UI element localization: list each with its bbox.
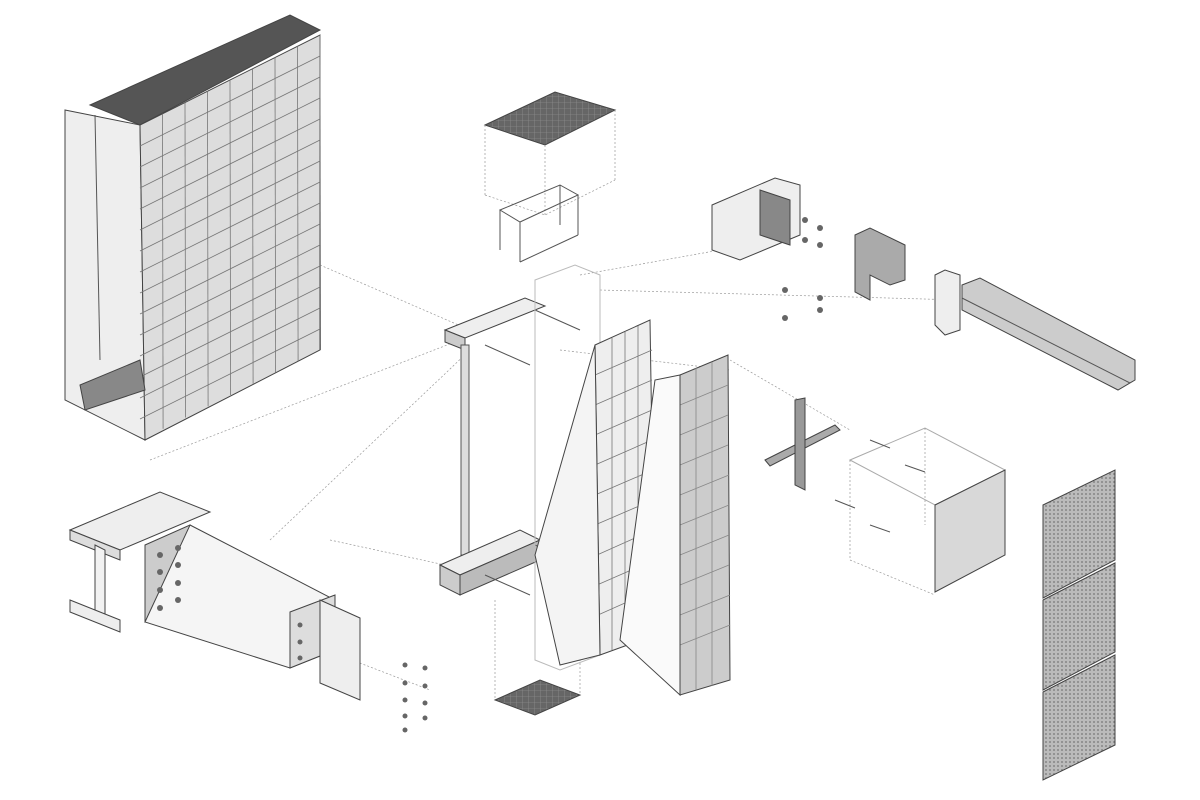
facade-transom — [139, 139, 321, 231]
perforated-panel — [1042, 469, 1116, 599]
facade-transom — [139, 202, 321, 294]
facade-transom — [139, 223, 321, 315]
perforated-panels — [1042, 469, 1116, 781]
facade-mullion — [184, 102, 187, 418]
facade-mullion — [252, 68, 254, 384]
bracket-assembly — [711, 177, 1136, 391]
bolts — [782, 217, 823, 321]
facade-transom — [139, 286, 321, 378]
facade-mullion — [207, 91, 209, 407]
facade-transom — [139, 97, 321, 189]
perforated-panel — [1042, 654, 1116, 781]
facade-mullion — [162, 113, 164, 429]
cladding-cube — [764, 397, 1007, 596]
facade-transom — [139, 328, 321, 420]
facade-transom — [139, 55, 321, 147]
column-assembly — [438, 297, 582, 716]
tiled-cladding-panel — [619, 354, 731, 697]
top-grating — [483, 91, 617, 216]
facade-mullion — [319, 34, 322, 351]
facade-transom — [139, 307, 321, 399]
facade-transom — [139, 244, 321, 336]
perforated-panel — [1042, 562, 1116, 691]
facade-mullion — [274, 57, 277, 373]
facade-mullion — [229, 79, 232, 396]
facade-transom — [139, 76, 321, 168]
steel-frame — [498, 184, 580, 263]
facade-transom — [139, 181, 321, 273]
facade-mullion — [297, 46, 299, 362]
steel-beam-connection — [68, 491, 428, 733]
facade-assembly: (function(){const g=document.currentScri… — [64, 14, 322, 441]
facade-transom — [139, 265, 321, 357]
facade-transom — [139, 118, 321, 210]
facade-transom — [139, 160, 321, 252]
